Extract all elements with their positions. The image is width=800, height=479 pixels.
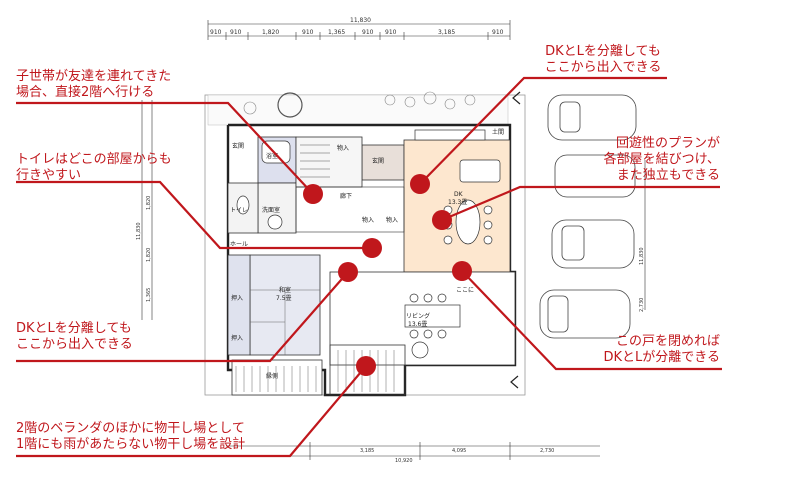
room-label-bath: 浴室	[266, 152, 278, 160]
top-seg-3: 1,820	[262, 29, 279, 36]
callout-washitsu-door-line-1: DKとLを分離しても	[16, 321, 132, 336]
leader-3	[16, 271, 349, 363]
callout-toilet: トイレはどこの部屋からも 行きやすい	[16, 152, 172, 184]
left-seg-1: 1,820	[146, 196, 152, 210]
right-dimension: 11,830 2,730	[639, 160, 646, 312]
callout-stairs-line-1: 子世帯が友達を連れてきた	[16, 69, 172, 84]
left-seg-2: 1,820	[146, 248, 152, 262]
room-label-shoe: 玄関	[232, 142, 244, 150]
left-seg-3: 1,365	[146, 288, 152, 302]
top-seg-5: 1,365	[328, 29, 345, 36]
bottom-seg-1: 3,185	[360, 448, 374, 454]
callout-stairs-line-2: 場合、直接2階へ行ける	[16, 85, 155, 100]
garden-strip	[207, 94, 509, 126]
arrows	[510, 91, 521, 389]
marker-sliding-door	[452, 261, 472, 281]
marker-hall	[362, 238, 382, 258]
left-dimension: 1,820 1,820 1,365 11,830	[136, 100, 153, 320]
room-label-washitsu-size: 7.5畳	[276, 295, 292, 302]
callout-toilet-line-2: 行きやすい	[16, 168, 82, 183]
callout-sliding-door-line-1: この戸を閉めれば	[615, 334, 720, 349]
left-total: 11,830	[136, 223, 142, 241]
callout-sliding-door-line-2: DKとLが分離できる	[603, 350, 720, 365]
callout-dk-door: DKとLを分離しても ここから出入できる	[530, 44, 676, 76]
room-label-engawa: 縁側	[266, 372, 278, 380]
parking-cars	[539, 94, 637, 339]
callout-circulation-line-3: また独立もできる	[616, 168, 720, 183]
marker-living-door	[338, 262, 358, 282]
room-label-storage-3: 物入	[386, 216, 398, 224]
bottom-total: 10,920	[395, 458, 413, 464]
room-label-living: リビング	[406, 312, 430, 320]
callout-dk-door-line-2: ここから出入できる	[544, 60, 662, 75]
room-label-storage-1: 物入	[337, 144, 349, 152]
bottom-seg-2: 4,095	[452, 448, 466, 454]
stair-treads	[300, 144, 330, 178]
callout-hoshiba-line-2: 1階にも雨があたらない物干し場を設計	[16, 437, 246, 452]
callout-circulation: 回遊性のプランが 各部屋を結びつけ、 また独立もできる	[580, 136, 720, 184]
room-label-living-size: 13.6畳	[408, 321, 427, 328]
right-seg-2: 2,730	[639, 298, 645, 312]
room-label-storage-2: 物入	[362, 216, 374, 224]
callout-washitsu-door: DKとLを分離しても ここから出入できる	[16, 321, 133, 353]
top-seg-6: 910	[362, 29, 374, 36]
room-label-washitsu: 和室	[279, 286, 291, 294]
hedge	[243, 91, 476, 118]
marker-dots	[303, 174, 472, 376]
leader-6	[461, 270, 722, 371]
hoshiba-slats	[235, 350, 395, 392]
room-label-genkan: 玄関	[372, 157, 384, 165]
callout-circulation-line-2: 各部屋を結びつけ、	[603, 152, 720, 167]
oshiire-room	[227, 254, 251, 356]
right-seg-1: 11,830	[639, 248, 645, 266]
callout-hoshiba-line-1: 2階のベランダのほかに物干し場として	[16, 421, 245, 436]
room-label-oshiire-1: 押入	[231, 294, 243, 302]
room-label-washroom: 洗面室	[262, 206, 280, 214]
top-seg-7: 910	[385, 29, 397, 36]
marker-dk	[410, 174, 430, 194]
top-seg-2: 910	[230, 29, 242, 36]
leader-7	[16, 365, 367, 458]
room-label-dk-size: 13.3畳	[448, 199, 467, 206]
engawa-room	[231, 359, 323, 396]
room-label-corridor: 廊下	[340, 192, 352, 200]
room-label-dk: DK	[454, 191, 464, 198]
callout-hoshiba: 2階のベランダのほかに物干し場として 1階にも雨があたらない物干し場を設計	[16, 421, 245, 453]
leader-1	[16, 101, 314, 195]
callout-washitsu-door-line-2: ここから出入できる	[16, 337, 133, 352]
room-label-soil: 土間	[492, 128, 504, 136]
marker-stairs	[303, 184, 323, 204]
marker-hoshiba	[356, 356, 376, 376]
top-seg-4: 910	[302, 29, 314, 36]
room-label-hall: ホール	[230, 241, 248, 248]
corridor-area	[295, 186, 405, 233]
callout-circulation-line-1: 回遊性のプランが	[615, 136, 720, 151]
top-dimension: 11,830 910 910 1,820 910 1,365 910 910 3…	[207, 17, 511, 40]
room-label-toilet: トイレ	[230, 207, 248, 214]
leader-4	[419, 76, 667, 185]
hoshiba-area	[329, 344, 406, 396]
bottom-seg-3: 2,730	[540, 448, 554, 454]
top-total-label: 11,830	[350, 17, 371, 24]
room-label-oshiire-2: 押入	[231, 334, 243, 342]
leader-5	[441, 185, 720, 222]
callout-sliding-door: この戸を閉めれば DKとLが分離できる	[560, 334, 720, 366]
leader-lines	[16, 76, 722, 458]
marker-dk-center	[432, 210, 452, 230]
callout-stairs: 子世帯が友達を連れてきた 場合、直接2階へ行ける	[16, 69, 171, 101]
stair-room	[295, 136, 363, 188]
callout-dk-door-line-1: DKとLを分離しても	[545, 44, 661, 59]
callout-toilet-line-1: トイレはどこの部屋からも	[16, 152, 172, 167]
top-seg-9: 910	[492, 29, 504, 36]
top-seg-8: 3,185	[438, 29, 455, 36]
bottom-dimension: 3,185 4,095 2,730 10,920	[226, 442, 600, 464]
living-furniture	[404, 293, 461, 359]
genkan-room	[361, 144, 405, 181]
room-label-kokoni: ここに	[456, 287, 474, 294]
leader-2	[16, 180, 370, 250]
top-seg-1: 910	[210, 29, 222, 36]
